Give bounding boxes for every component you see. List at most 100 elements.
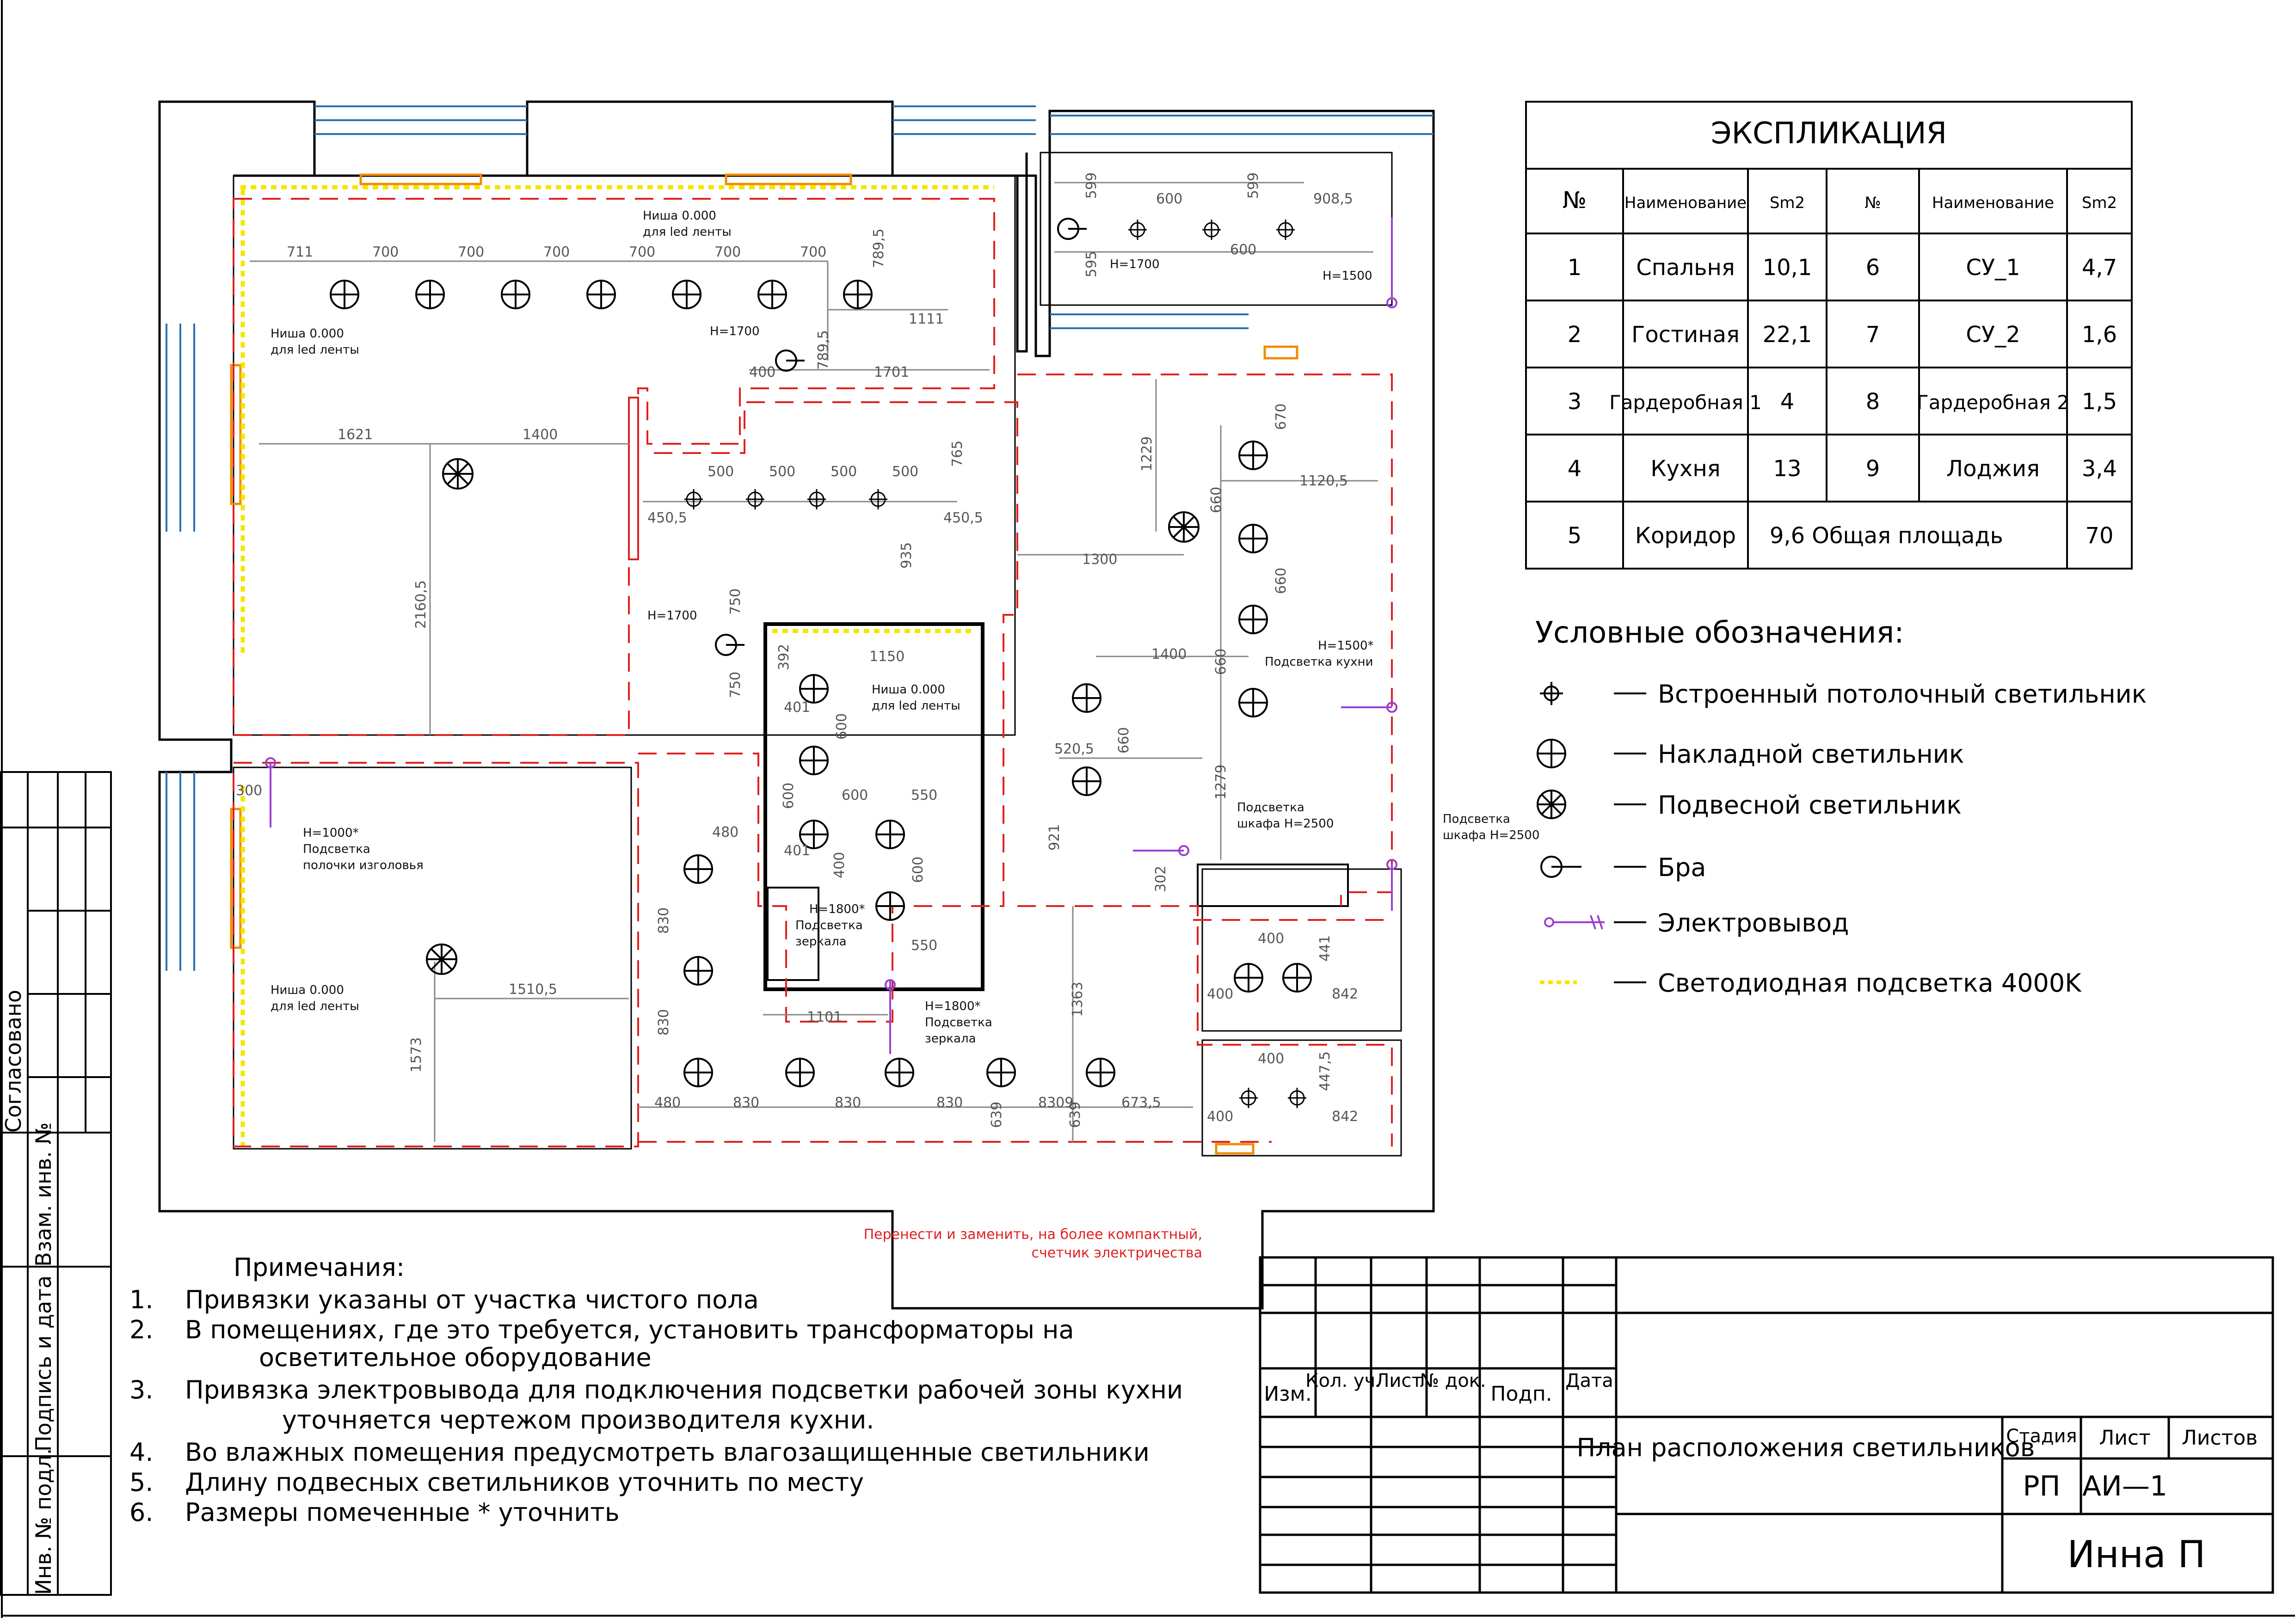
plan-text: 8309 — [1038, 1095, 1073, 1111]
plan-text: 480 — [654, 1095, 681, 1111]
plan-text: 830 — [936, 1095, 963, 1111]
plan-text: 908,5 — [1313, 191, 1353, 207]
plan-text: 700 — [629, 244, 655, 260]
sconces — [715, 218, 1087, 656]
plan-text: Ниша 0.000 — [271, 983, 344, 997]
recessed-ceiling-light-icon — [1540, 682, 1563, 705]
plan-text: Длину подвесных светильников уточнить по… — [185, 1468, 864, 1497]
plan-text: Согласовано — [1, 990, 26, 1133]
plan-text: Подп. — [1490, 1382, 1552, 1406]
plan-text: 400 — [1207, 1109, 1233, 1125]
plan-text: 660 — [1208, 487, 1224, 513]
plan-text: 1120,5 — [1299, 473, 1348, 489]
plan-text: 302 — [1153, 866, 1169, 892]
plan-text: 750 — [727, 672, 744, 698]
plan-text: 1. — [129, 1285, 154, 1314]
plan-text: Взам. инв. № — [31, 1122, 56, 1267]
legend: Условные обозначения: Встроенный потолоч… — [1535, 616, 2147, 998]
plan-text: 6 — [1866, 255, 1880, 281]
plan-text: Кухня — [1650, 456, 1720, 482]
meter-note-line2: счетчик электричества — [1032, 1245, 1202, 1261]
plan-text: H=1500 — [1323, 269, 1372, 283]
explication-text: ЭКСПЛИКАЦИЯ № Наименование Sm2 № Наимено… — [1563, 116, 2117, 549]
plan-text: 765 — [949, 441, 966, 467]
plan-text: 400 — [831, 852, 848, 878]
plan-text: 8 — [1866, 389, 1880, 415]
plan-text: 5 — [1568, 523, 1582, 549]
plan-text: Наименование — [1624, 194, 1747, 212]
plan-text: 2. — [129, 1315, 154, 1344]
plan-text: 599 — [1245, 172, 1261, 199]
plan-text: 500 — [831, 464, 857, 480]
plan-text: 830 — [733, 1095, 759, 1111]
plan-text: 9 — [1866, 456, 1880, 482]
plan-text: Коридор — [1635, 523, 1736, 549]
notes-title: Примечания: — [234, 1253, 405, 1282]
plan-text: СУ_2 — [1966, 322, 2020, 348]
plan-text: 830 — [835, 1095, 861, 1111]
plan-text: Листов — [2182, 1426, 2258, 1450]
plan-text: Бра — [1658, 853, 1706, 882]
plan-text: 830 — [656, 907, 672, 934]
plan-text: 2 — [1568, 322, 1582, 348]
plan-text: Подвесной светильник — [1658, 791, 1962, 820]
plan-text: 660 — [1273, 568, 1289, 594]
plan-text: 9,6 — [1770, 523, 1805, 549]
plan-text: Гардеробная 2 — [1917, 391, 2069, 414]
plan-text: Во влажных помещения предусмотреть влаго… — [185, 1438, 1150, 1467]
plan-text: 4,7 — [2082, 255, 2117, 281]
plan-text: Лист — [1375, 1370, 1422, 1391]
plan-text: 13 — [1773, 456, 1801, 482]
plan-text: 660 — [1213, 649, 1229, 675]
plan-text: 789,5 — [815, 330, 831, 370]
surface-light-icon — [1537, 739, 1566, 768]
annotation-niche-top: Ниша 0.000 — [643, 209, 716, 223]
plan-text: 660 — [1116, 727, 1132, 754]
plan-text: Ниша 0.000 — [271, 327, 344, 341]
plan-text: Привязки указаны от участка чистого пола — [185, 1285, 759, 1314]
plan-text: Инв. № подл. — [31, 1448, 56, 1595]
plan-text: 1621 — [338, 427, 373, 443]
plan-text: для led ленты — [872, 699, 960, 713]
plan-text: 1101 — [807, 1009, 842, 1025]
plan-text: Кол. уч. — [1305, 1370, 1381, 1391]
plan-text: Подсветка — [925, 1016, 992, 1030]
plan-text: Спальня — [1636, 255, 1735, 281]
plan-text: 3. — [129, 1375, 154, 1404]
explication-table — [1525, 101, 2133, 570]
electrical-outlet-icon — [1544, 915, 1605, 930]
plan-text: 1111 — [909, 311, 944, 327]
plan-text: 1400 — [1151, 646, 1187, 662]
plan-text: 1573 — [408, 1037, 425, 1072]
plan-text: Подсветка кухни — [1265, 655, 1373, 669]
plan-text: 4. — [129, 1438, 154, 1467]
plan-text: 4 — [1568, 456, 1582, 482]
plan-text: Наименование — [1932, 194, 2054, 212]
plan-text: Sm2 — [1770, 194, 1805, 212]
plan-text: 520,5 — [1054, 741, 1094, 757]
plan-text: 1150 — [869, 649, 904, 665]
plan-text: 1363 — [1070, 982, 1086, 1017]
plan-text: 750 — [727, 588, 744, 615]
plan-text: 1279 — [1213, 765, 1229, 800]
meter-note-line1: Перенести и заменить, на более компактны… — [864, 1226, 1202, 1243]
plan-text: 700 — [372, 244, 399, 260]
pendant-light-icon — [1537, 790, 1566, 819]
explication-title: ЭКСПЛИКАЦИЯ — [1711, 116, 1947, 151]
legend-title: Условные обозначения: — [1535, 616, 1904, 650]
plan-text: Лист — [2099, 1426, 2151, 1450]
plan-text: зеркала — [795, 935, 847, 949]
led-strips — [240, 185, 994, 1146]
title-block: Изм. Кол. уч. Лист № док. Подп. Дата Пла… — [1259, 1256, 2274, 1594]
plan-text: H=1700 — [647, 609, 697, 623]
plan-text: 550 — [911, 938, 937, 954]
plan-text: Светодиодная подсветка 4000K — [1658, 968, 2082, 998]
plan-text: № — [1864, 194, 1881, 212]
plan-text: 300 — [236, 783, 262, 799]
plan-text: 711 — [287, 244, 313, 260]
plan-text: 830 — [656, 1009, 672, 1036]
plan-text: Электровывод — [1658, 908, 1849, 938]
plan-text: 600 — [842, 787, 868, 803]
